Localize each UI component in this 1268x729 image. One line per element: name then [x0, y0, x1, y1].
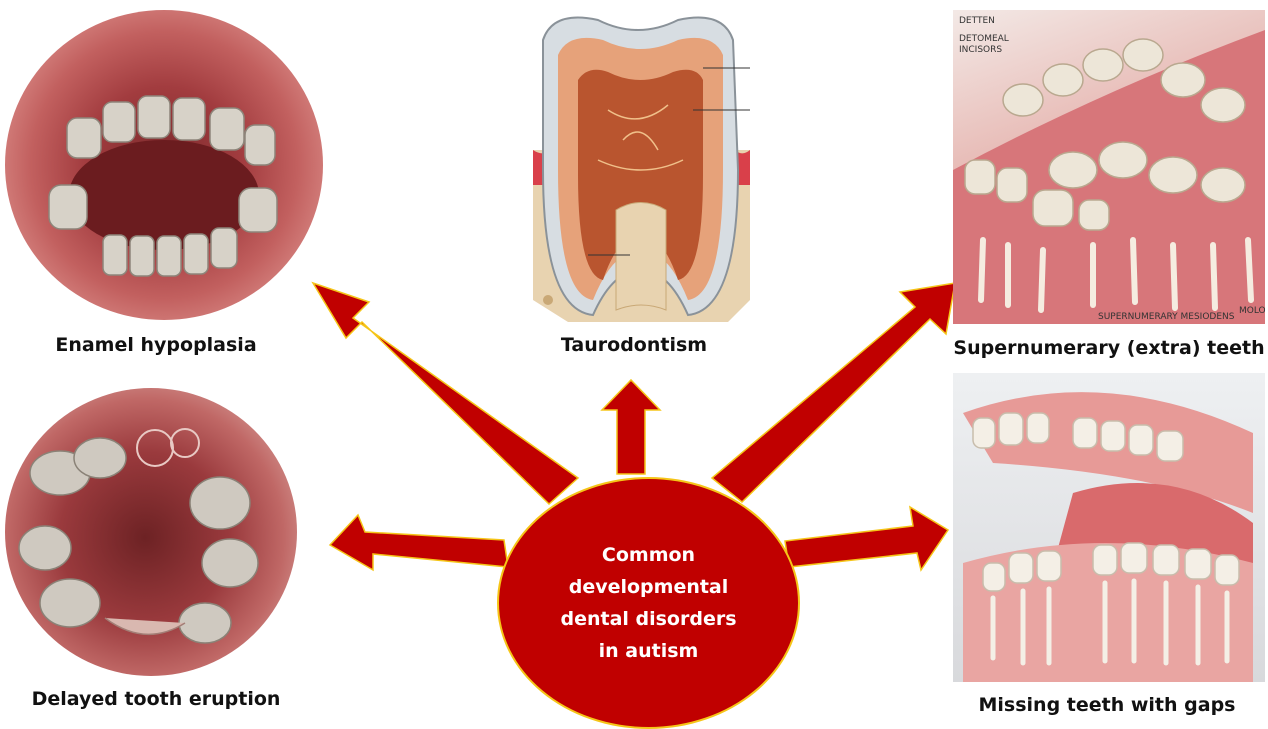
annotation-incisors: INCISORS — [959, 45, 1002, 55]
annotation-detomeal: DETOMEAL — [959, 34, 1009, 44]
delayed-eruption-teeth-icon — [5, 388, 297, 676]
taurodontism-image — [528, 10, 754, 322]
tooth-cross-section-icon — [528, 10, 754, 322]
supernumerary-teeth-image: DETTEN DETOMEAL INCISORS SUPERNUMERARY M… — [953, 10, 1265, 324]
enamel-hypoplasia-image — [5, 10, 323, 320]
annotation-supernumerary-mesiodens: SUPERNUMERARY MESIODENS — [1098, 312, 1235, 322]
label-supernumerary-teeth: Supernumerary (extra) teeth — [953, 337, 1264, 359]
missing-teeth-image — [953, 373, 1265, 682]
arrow-to-delayed-eruption — [330, 515, 508, 570]
delayed-tooth-eruption-image — [5, 388, 297, 676]
label-taurodontism: Taurodontism — [561, 334, 707, 356]
arrow-to-taurodontism — [602, 380, 660, 474]
missing-teeth-icon — [953, 373, 1265, 682]
central-topic-text: Common developmental dental disorders in… — [560, 539, 736, 667]
label-enamel-hypoplasia: Enamel hypoplasia — [55, 334, 256, 356]
arrow-to-missing-teeth — [785, 507, 948, 570]
central-topic-circle: Common developmental dental disorders in… — [497, 477, 800, 729]
supernumerary-teeth-icon — [953, 10, 1265, 324]
enamel-hypoplasia-teeth-icon — [5, 10, 323, 320]
annotation-molo: MOLO — [1239, 306, 1265, 316]
label-delayed-tooth-eruption: Delayed tooth eruption — [32, 688, 281, 710]
annotation-detten: DETTEN — [959, 16, 995, 26]
label-missing-teeth: Missing teeth with gaps — [979, 694, 1236, 716]
